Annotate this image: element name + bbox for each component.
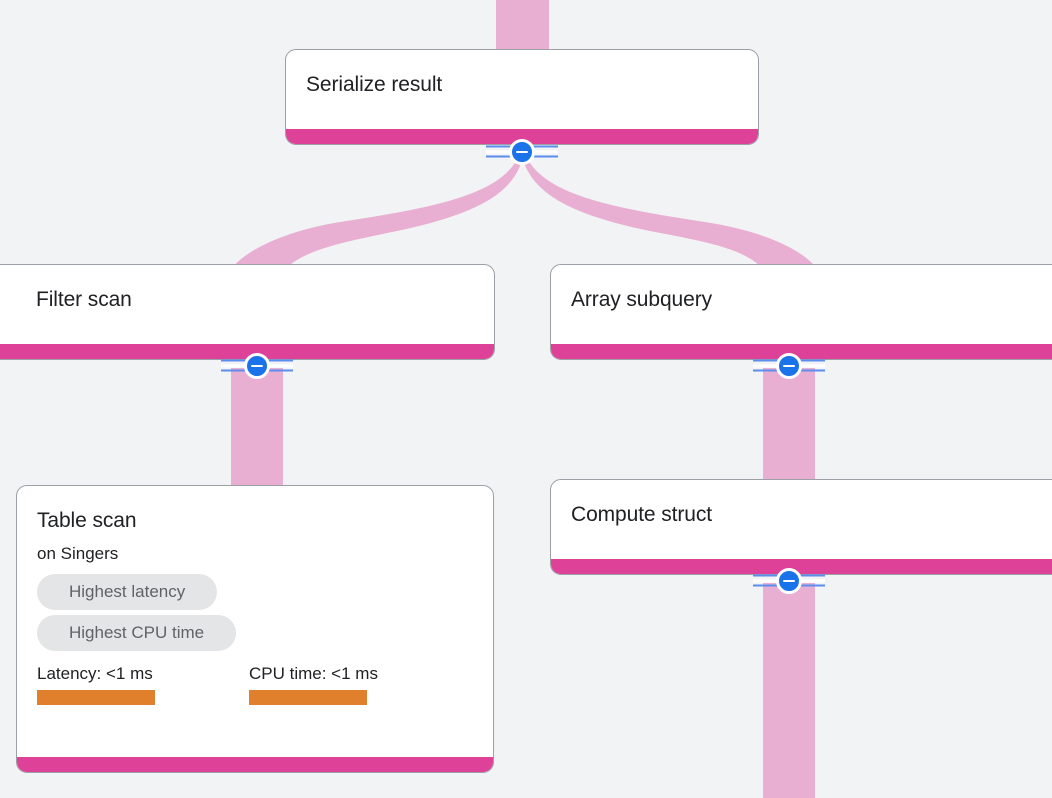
node-body: Compute struct <box>551 480 1052 559</box>
node-chip-list: Highest latency Highest CPU time <box>37 574 473 651</box>
edge-compute-struct-downstream <box>763 583 815 798</box>
metric-cpu-time-label: CPU time: <1 ms <box>249 664 378 683</box>
node-title: Filter scan <box>36 288 132 311</box>
edge-incoming-serialize-result <box>496 0 549 52</box>
node-title: Compute struct <box>571 503 712 526</box>
metric-cpu-time: CPU time: <1 ms <box>249 663 378 705</box>
node-title: Table scan <box>37 509 137 532</box>
node-accent-footer <box>0 344 494 359</box>
minus-icon[interactable] <box>776 353 802 379</box>
edge-array-subquery-to-compute-struct <box>763 368 815 488</box>
node-title: Serialize result <box>306 73 443 96</box>
minus-icon[interactable] <box>776 568 802 594</box>
plan-node-filter-scan[interactable]: Filter scan <box>0 264 495 360</box>
chip-highest-latency[interactable]: Highest latency <box>37 574 218 610</box>
metric-latency: Latency: <1 ms <box>37 663 249 705</box>
metric-cpu-time-bar-fill <box>249 690 367 705</box>
node-subtitle: on Singers <box>37 544 119 563</box>
node-accent-footer <box>286 129 758 144</box>
collapse-toggle-filter-scan[interactable] <box>221 352 293 380</box>
collapse-toggle-compute-struct[interactable] <box>753 567 825 595</box>
node-accent-footer <box>17 757 493 772</box>
minus-icon[interactable] <box>509 139 535 165</box>
minus-icon[interactable] <box>244 353 270 379</box>
plan-node-array-subquery[interactable]: Array subquery <box>550 264 1052 360</box>
node-body: Filter scan <box>0 265 494 344</box>
edge-serialize-to-filter-scan <box>232 156 522 272</box>
node-accent-footer <box>551 559 1052 574</box>
collapse-toggle-serialize-result[interactable] <box>486 138 558 166</box>
node-body: Table scan on Singers Highest latency Hi… <box>17 486 493 757</box>
node-body: Serialize result <box>286 50 758 129</box>
collapse-toggle-array-subquery[interactable] <box>753 352 825 380</box>
node-title: Array subquery <box>571 288 712 311</box>
plan-node-serialize-result[interactable]: Serialize result <box>285 49 759 145</box>
node-body: Array subquery <box>551 265 1052 344</box>
edge-serialize-to-array-subquery <box>523 156 819 272</box>
metric-cpu-time-bar-track <box>249 690 378 705</box>
edge-filter-scan-to-table-scan <box>231 368 283 488</box>
plan-node-table-scan[interactable]: Table scan on Singers Highest latency Hi… <box>16 485 494 773</box>
chip-highest-cpu-time[interactable]: Highest CPU time <box>37 615 237 651</box>
node-metrics: Latency: <1 ms CPU time: <1 ms <box>37 663 473 705</box>
metric-latency-bar-track <box>37 690 249 705</box>
metric-latency-label: Latency: <1 ms <box>37 664 153 683</box>
plan-node-compute-struct[interactable]: Compute struct <box>550 479 1052 575</box>
metric-latency-bar-fill <box>37 690 155 705</box>
node-accent-footer <box>551 344 1052 359</box>
